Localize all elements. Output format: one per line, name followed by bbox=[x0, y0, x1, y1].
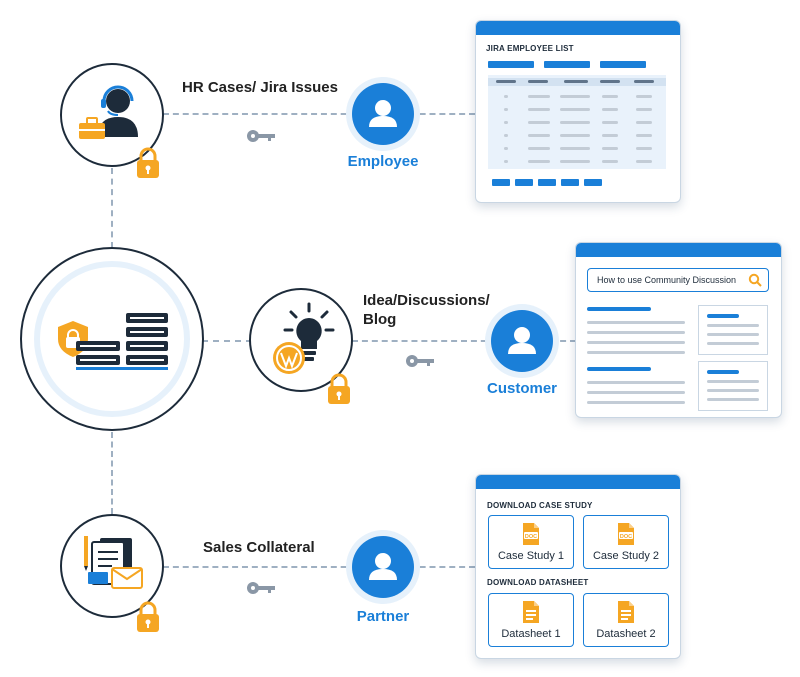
customer-connector bbox=[352, 340, 576, 342]
card-header-bar bbox=[476, 475, 680, 489]
lock-icon bbox=[137, 601, 159, 632]
card-header-bar bbox=[476, 21, 680, 35]
doc-badge-text: DOC bbox=[620, 534, 632, 540]
post-line bbox=[587, 331, 685, 334]
employee-avatar bbox=[352, 83, 414, 145]
header-cell bbox=[496, 80, 516, 83]
customer-flow-label: Idea/Discussions/ Blog bbox=[363, 291, 490, 329]
doc-badge-text: DOC bbox=[525, 534, 537, 540]
customer-connector-left bbox=[202, 340, 252, 342]
employee-connector bbox=[163, 113, 475, 115]
jira-tab[interactable] bbox=[544, 61, 590, 68]
post-line bbox=[587, 401, 685, 404]
documents-envelope-icon bbox=[84, 536, 143, 589]
post-line bbox=[587, 351, 685, 354]
pagination-button[interactable] bbox=[538, 179, 556, 186]
customer-flow-label-line2: Blog bbox=[363, 311, 397, 328]
trunk-line-bottom bbox=[111, 432, 113, 514]
jira-tab[interactable] bbox=[488, 61, 534, 68]
header-cell bbox=[600, 80, 620, 83]
jira-tab[interactable] bbox=[600, 61, 646, 68]
header-cell bbox=[634, 80, 654, 83]
post-title bbox=[587, 367, 651, 371]
wordpress-icon bbox=[273, 342, 305, 374]
case-study-2-button[interactable]: DOC Case Study 2 bbox=[583, 515, 669, 569]
idea-node bbox=[249, 288, 353, 392]
server-stack-icon bbox=[76, 313, 168, 370]
case-study-1-button[interactable]: DOC Case Study 1 bbox=[488, 515, 574, 569]
pagination-button[interactable] bbox=[492, 179, 510, 186]
sales-collateral-node bbox=[60, 514, 164, 618]
header-cell bbox=[564, 80, 588, 83]
briefcase-icon bbox=[79, 117, 105, 139]
jira-table bbox=[488, 75, 666, 169]
headset-agent-icon bbox=[98, 85, 138, 137]
lock-icon bbox=[328, 373, 350, 404]
partner-connector bbox=[163, 566, 475, 568]
post-line bbox=[587, 381, 685, 384]
hub-inner-ring bbox=[34, 261, 190, 417]
sidebar-widget bbox=[698, 361, 768, 411]
community-discussion-card: How to use Community Discussion bbox=[575, 242, 782, 418]
customer-flow-label-line1: Idea/Discussions/ bbox=[363, 292, 490, 309]
community-search-text: How to use Community Discussion bbox=[597, 275, 737, 285]
partner-role-label: Partner bbox=[356, 608, 410, 625]
post-line bbox=[587, 391, 685, 394]
datasheet-file-icon bbox=[523, 601, 539, 623]
jira-card-title: JIRA EMPLOYEE LIST bbox=[486, 44, 574, 53]
key-icon bbox=[247, 582, 275, 594]
jira-employee-list-card: JIRA EMPLOYEE LIST bbox=[475, 20, 681, 203]
sidebar-widget bbox=[698, 305, 768, 355]
pagination-button[interactable] bbox=[515, 179, 533, 186]
case-study-1-label: Case Study 1 bbox=[497, 550, 565, 562]
community-search-box[interactable]: How to use Community Discussion bbox=[587, 268, 769, 292]
post-title bbox=[587, 307, 651, 311]
trunk-line-top bbox=[111, 168, 113, 248]
partner-avatar bbox=[352, 536, 414, 598]
datasheet-heading: DOWNLOAD DATASHEET bbox=[487, 578, 589, 587]
lightbulb-icon bbox=[283, 302, 335, 361]
datasheet-1-label: Datasheet 1 bbox=[501, 628, 561, 640]
employee-role-label: Employee bbox=[347, 153, 419, 170]
doc-file-icon: DOC bbox=[523, 523, 539, 545]
card-header-bar bbox=[576, 243, 781, 257]
customer-avatar bbox=[491, 310, 553, 372]
case-study-2-label: Case Study 2 bbox=[592, 550, 660, 562]
user-icon bbox=[508, 327, 536, 354]
user-icon bbox=[369, 553, 397, 580]
datasheet-file-icon bbox=[618, 601, 634, 623]
pagination-button[interactable] bbox=[561, 179, 579, 186]
download-collateral-card: DOWNLOAD CASE STUDY DOC Case Study 1 DOC… bbox=[475, 474, 681, 659]
datasheet-1-button[interactable]: Datasheet 1 bbox=[488, 593, 574, 647]
customer-role-label: Customer bbox=[486, 380, 557, 397]
post-line bbox=[587, 321, 685, 324]
header-cell bbox=[528, 80, 548, 83]
doc-file-icon: DOC bbox=[618, 523, 634, 545]
lock-icon bbox=[137, 147, 159, 178]
case-study-heading: DOWNLOAD CASE STUDY bbox=[487, 501, 593, 510]
search-icon[interactable] bbox=[748, 273, 762, 287]
partner-flow-label: Sales Collateral bbox=[203, 539, 315, 556]
key-icon bbox=[406, 355, 434, 367]
pagination-button[interactable] bbox=[584, 179, 602, 186]
key-icon bbox=[247, 130, 275, 142]
central-hub-node bbox=[20, 247, 204, 431]
user-icon bbox=[369, 100, 397, 127]
datasheet-2-button[interactable]: Datasheet 2 bbox=[583, 593, 669, 647]
datasheet-2-label: Datasheet 2 bbox=[596, 628, 656, 640]
employee-flow-label: HR Cases/ Jira Issues bbox=[182, 79, 338, 96]
post-line bbox=[587, 341, 685, 344]
